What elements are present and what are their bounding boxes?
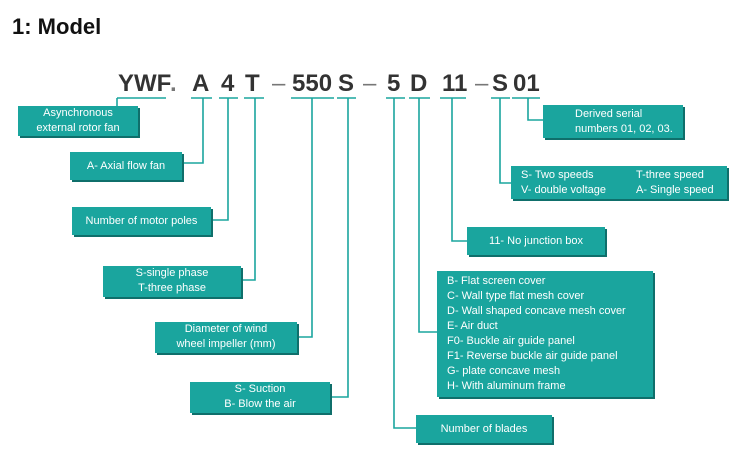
motor-poles-box: Number of motor poles bbox=[72, 207, 211, 235]
cover-line: D- Wall shaped concave mesh cover bbox=[447, 305, 626, 317]
diameter-box: Diameter of wind wheel impeller (mm) bbox=[155, 322, 297, 353]
speeds-r1c1: S- Two speeds bbox=[521, 169, 594, 181]
code-550: 550 bbox=[292, 70, 333, 97]
cover-line: E- Air duct bbox=[447, 320, 498, 332]
code-ywf: YWF bbox=[118, 70, 172, 97]
blades-box: Number of blades bbox=[416, 415, 552, 443]
cover-line: G- plate concave mesh bbox=[447, 365, 561, 377]
junction-line-1: 11- No junction box bbox=[489, 235, 583, 247]
serial-line-2: numbers 01, 02, 03. bbox=[575, 123, 673, 135]
phase-line-1: S-single phase bbox=[135, 267, 209, 279]
phase-box: S-single phase T-three phase bbox=[103, 266, 241, 297]
code-d: D bbox=[410, 70, 428, 97]
speeds-r2c1: V- double voltage bbox=[521, 184, 607, 196]
page-title: 1: Model bbox=[12, 14, 102, 39]
cover-line: H- With aluminum frame bbox=[447, 380, 566, 392]
cover-line: F1- Reverse buckle air guide panel bbox=[447, 350, 618, 362]
diameter-line-2: wheel impeller (mm) bbox=[176, 338, 276, 350]
cover-options-box: B- Flat screen cover C- Wall type flat m… bbox=[437, 271, 653, 397]
code-a: A bbox=[192, 70, 210, 97]
code-dot: . bbox=[170, 70, 177, 97]
suction-line-1: S- Suction bbox=[234, 383, 286, 395]
blades-line-1: Number of blades bbox=[440, 423, 528, 435]
code-s2: S bbox=[492, 70, 509, 97]
suction-box: S- Suction B- Blow the air bbox=[190, 382, 330, 413]
phase-line-2: T-three phase bbox=[138, 282, 206, 294]
junction-box: 11- No junction box bbox=[467, 227, 605, 255]
suction-line-2: B- Blow the air bbox=[224, 398, 296, 410]
axial-line-1: A- Axial flow fan bbox=[86, 160, 166, 172]
diameter-line-1: Diameter of wind bbox=[184, 323, 268, 335]
serial-line-1: Derived serial bbox=[575, 108, 643, 120]
code-s: S bbox=[338, 70, 355, 97]
code-11: 11 bbox=[442, 70, 468, 97]
code-01: 01 bbox=[513, 70, 540, 97]
code-dash-1: – bbox=[272, 70, 286, 97]
code-5: 5 bbox=[387, 70, 401, 97]
code-4: 4 bbox=[221, 70, 235, 97]
code-t: T bbox=[245, 70, 260, 97]
axial-fan-box: A- Axial flow fan bbox=[70, 152, 182, 180]
code-dash-2: – bbox=[363, 70, 377, 97]
async-fan-box: Asynchronous external rotor fan bbox=[18, 106, 138, 136]
speeds-r2c2: A- Single speed bbox=[636, 184, 714, 196]
poles-line-1: Number of motor poles bbox=[85, 215, 198, 227]
serial-box: Derived serial numbers 01, 02, 03. bbox=[543, 105, 683, 138]
cover-line: F0- Buckle air guide panel bbox=[447, 335, 575, 347]
speeds-r1c2: T-three speed bbox=[636, 169, 704, 181]
cover-line: B- Flat screen cover bbox=[447, 275, 546, 287]
async-line-1: Asynchronous bbox=[43, 107, 113, 119]
code-dash-3: – bbox=[475, 70, 489, 97]
speeds-box: S- Two speeds T-three speed V- double vo… bbox=[511, 166, 727, 199]
cover-line: C- Wall type flat mesh cover bbox=[447, 290, 585, 302]
async-line-2: external rotor fan bbox=[36, 122, 120, 134]
